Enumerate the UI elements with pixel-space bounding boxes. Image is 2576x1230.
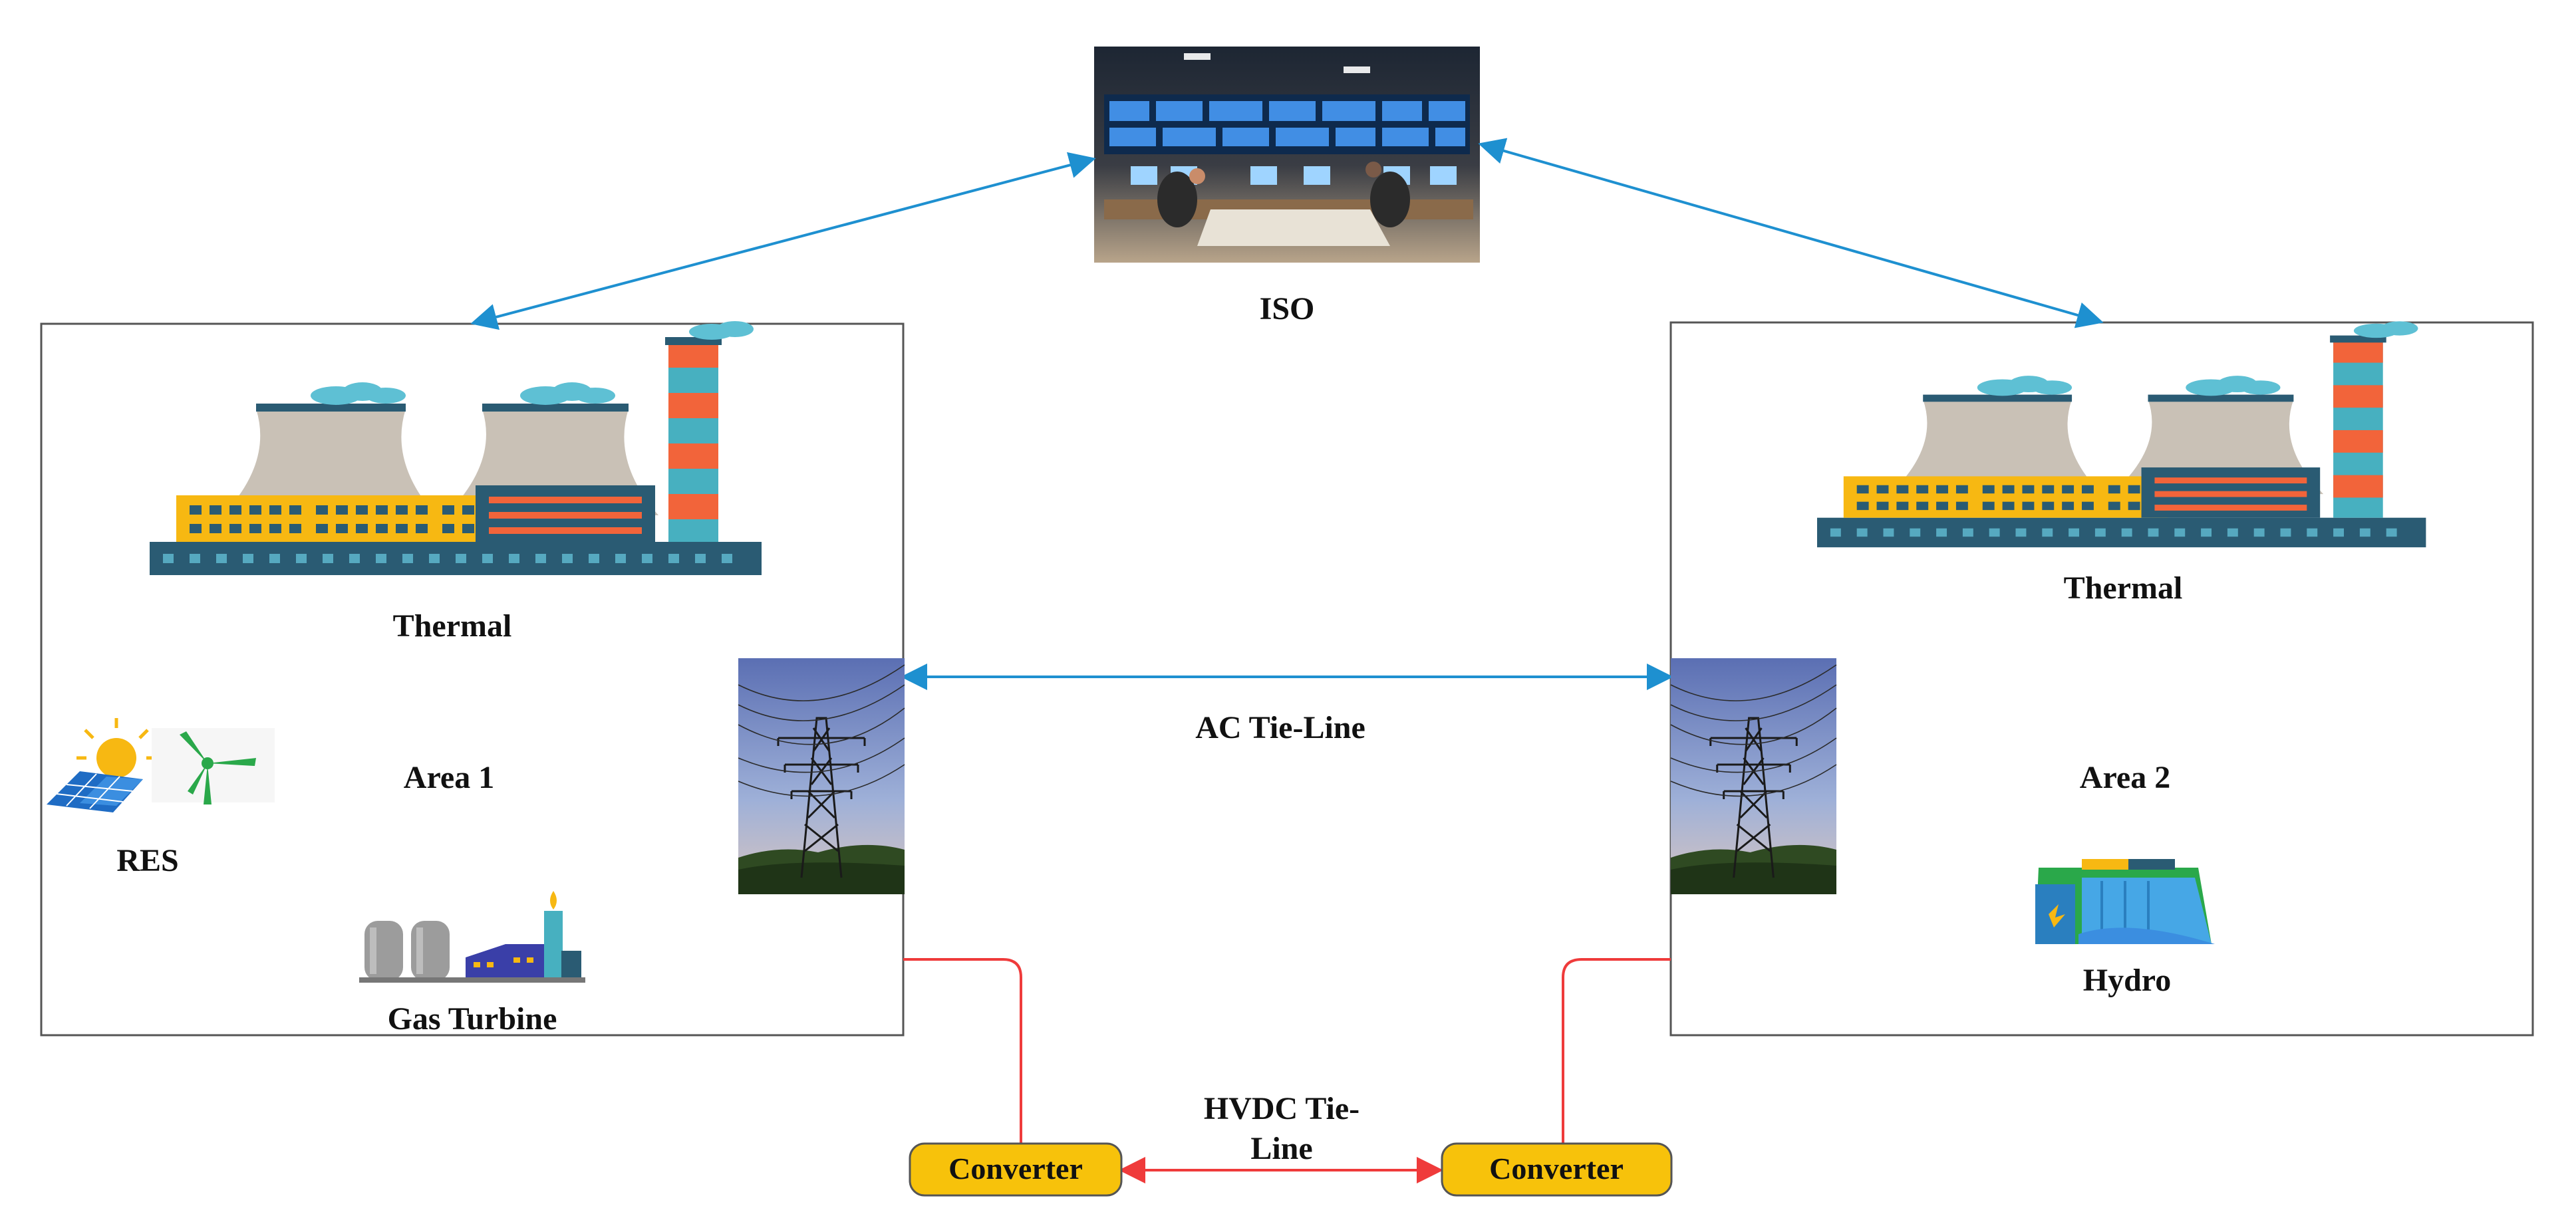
solar-panel-icon [47,718,156,812]
thermal-label-area1: Thermal [393,608,512,644]
gas-turbine-label: Gas Turbine [388,1001,557,1037]
ac-tie-line-label: AC Tie-Line [1195,710,1365,745]
res-label: RES [116,843,178,878]
iso-label: ISO [1260,291,1315,326]
converter-right: Converter [1441,1142,1673,1197]
hydro-label: Hydro [2083,963,2171,998]
converter-left-label: Converter [948,1152,1083,1185]
converter-left: Converter [909,1142,1123,1197]
gas-turbine-icon [359,891,585,983]
thermal-label-area2: Thermal [2064,570,2183,606]
iso-control-room-image [1094,47,1480,263]
area2-label: Area 2 [2080,760,2170,795]
wind-turbine-icon [152,728,275,804]
iso-area1-arrow [470,152,1096,330]
hydro-plant-icon [2035,859,2215,944]
hvdc-tie-line-label-line1: HVDC Tie- [1204,1091,1360,1126]
iso-area2-arrow [1478,138,2104,328]
hvdc-line-left [903,958,1022,1144]
transmission-tower-icon [737,657,906,896]
transmission-tower-icon [1669,657,1838,896]
converter-right-label: Converter [1489,1152,1624,1185]
hvdc-line-right [1562,958,1671,1144]
hvdc-tie-line-label-line2: Line [1250,1131,1312,1166]
area1-label: Area 1 [404,760,494,795]
